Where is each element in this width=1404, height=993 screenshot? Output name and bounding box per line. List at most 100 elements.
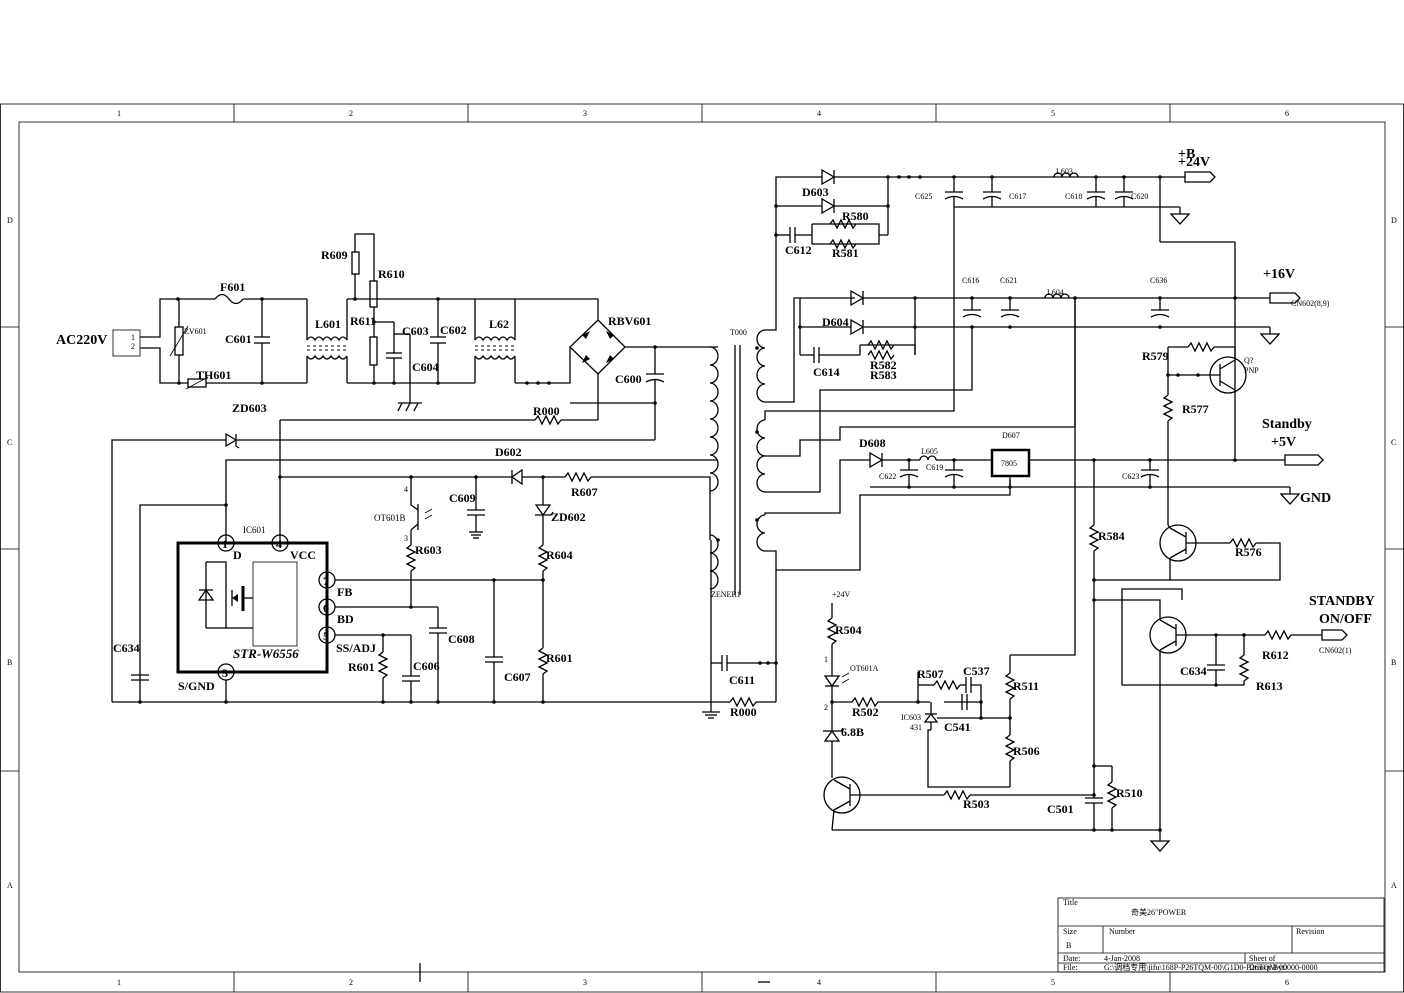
ac-connector <box>112 329 141 357</box>
row-label-a-right: A <box>1391 881 1397 890</box>
ic601-str-w6556 <box>176 541 329 674</box>
ot601b-pin3: 3 <box>404 534 408 543</box>
ot601a-pin1: 1 <box>824 655 828 664</box>
col-label-5-bottom: 5 <box>1051 978 1055 987</box>
ic601-part-label: STR-W6556 <box>233 646 299 661</box>
l605-label: L605 <box>921 447 938 456</box>
r503-label: R503 <box>963 797 990 811</box>
resistor-r613 <box>1238 654 1250 682</box>
resistor-r506 <box>1004 734 1016 762</box>
d604-label: D604 <box>822 315 849 329</box>
resistor-r507 <box>933 679 961 691</box>
q-label: Q? <box>1244 356 1254 365</box>
optocoupler-ot601b: 4 3 <box>404 477 433 545</box>
plus24-small-label: +24V <box>832 590 851 599</box>
ic601-label: IC601 <box>243 525 266 535</box>
c636-label: C636 <box>1150 276 1167 285</box>
row-label-d-right: D <box>1391 216 1397 225</box>
col-label-1: 1 <box>117 109 121 118</box>
ic603-shunt-regulator <box>923 712 939 723</box>
c620-label: C620 <box>1131 192 1148 201</box>
r611-label: R611 <box>350 314 376 328</box>
ic601-pin3: 3 <box>222 666 228 680</box>
zener-zd603 <box>225 432 238 448</box>
row-label-b: B <box>7 658 12 667</box>
resistor-r584 <box>1088 524 1100 552</box>
output-16v-section <box>798 289 1301 363</box>
number-label: Number <box>1109 927 1136 936</box>
r613-label: R613 <box>1256 679 1283 693</box>
r511-label: R511 <box>1013 679 1039 693</box>
r609-label: R609 <box>321 248 348 262</box>
ic601-pin4: 4 <box>276 537 282 551</box>
transistor-standby-2 <box>1094 588 1265 686</box>
r582-label: R582 <box>870 358 897 372</box>
ot601a-pin2: 2 <box>824 703 828 712</box>
l601-label: L601 <box>315 317 341 331</box>
c604-label: C604 <box>412 360 439 374</box>
c618-label: C618 <box>1065 192 1082 201</box>
r502-label: R502 <box>852 705 879 719</box>
ic601-d-label: D <box>233 548 242 562</box>
size-label: Size <box>1063 927 1077 936</box>
th601-label: TH601 <box>196 368 231 382</box>
date-label: Date: <box>1063 954 1080 963</box>
ic603-label: IC603 <box>901 713 921 722</box>
ic601-pin7: 7 <box>323 574 329 588</box>
out-24v-label: +24V <box>1178 155 1210 170</box>
r510-label: R510 <box>1116 786 1143 800</box>
c625-label: C625 <box>915 192 932 201</box>
r601b-label: R601 <box>546 651 573 665</box>
out-5v-label: +5V <box>1271 435 1296 450</box>
file-value: G:\调档专用\jifu\168P-P26TQM-00\G1D0-P26TQM-… <box>1104 962 1287 972</box>
title-label: Title <box>1063 898 1078 907</box>
resistor-r576 <box>1229 537 1257 549</box>
c614-label: C614 <box>813 365 840 379</box>
resistor-r583 <box>867 349 895 361</box>
r610-label: R610 <box>378 267 405 281</box>
resistor-r603 <box>405 544 417 572</box>
c634-left-label: C634 <box>113 641 140 655</box>
output-24v-section <box>774 168 1236 458</box>
resistor-r601a <box>377 651 389 679</box>
file-label: File: <box>1063 963 1078 972</box>
conn-pin2-label: 2 <box>131 342 135 351</box>
c619-label: C619 <box>926 463 943 472</box>
diode-d602 <box>510 468 523 486</box>
c600-label: C600 <box>615 372 642 386</box>
d607-label: D607 <box>1002 431 1020 440</box>
resistor-r000-bottom <box>729 696 757 708</box>
out-16v-label: +16V <box>1263 267 1295 282</box>
t000-label: T000 <box>730 328 747 337</box>
standby-label: Standby <box>1262 417 1312 432</box>
drawn-by-label: Drawn By: <box>1249 963 1284 972</box>
r579-label: R579 <box>1142 349 1169 363</box>
bridge-rectifier-rbv601 <box>569 319 718 420</box>
c616-label: C616 <box>962 276 979 285</box>
resistor-r504 <box>826 617 838 645</box>
c609-label: C609 <box>449 491 476 505</box>
col-label-4-bottom: 4 <box>817 978 821 987</box>
c634-right-label: C634 <box>1180 664 1207 678</box>
ic601-ss-label: SS/ADJ <box>336 641 376 655</box>
r581-label: R581 <box>832 246 859 260</box>
c607-label: C607 <box>504 670 531 684</box>
row-label-c: C <box>7 438 12 447</box>
row-label-c-right: C <box>1391 438 1396 447</box>
zv601-label: ZV601 <box>184 327 207 336</box>
d602-label: D602 <box>495 445 522 459</box>
transformer-t000 <box>709 329 766 595</box>
col-label-6: 6 <box>1285 109 1289 118</box>
fuse-f601 <box>214 293 244 305</box>
col-label-3-bottom: 3 <box>583 978 587 987</box>
title-value: 奇美26"POWER <box>1131 907 1187 917</box>
drawing-border: 1 2 3 4 5 6 1 2 3 4 5 6 D C B A D C B A <box>0 103 1404 993</box>
inductor-l603 <box>1053 172 1079 178</box>
resistor-r503 <box>943 789 971 801</box>
resistor-r582 <box>867 339 895 351</box>
ot601a-label: OT601A <box>850 664 879 673</box>
r000-top-label: R000 <box>533 404 560 418</box>
ac-input-label: AC220V <box>56 333 107 348</box>
r604-label: R604 <box>546 548 573 562</box>
